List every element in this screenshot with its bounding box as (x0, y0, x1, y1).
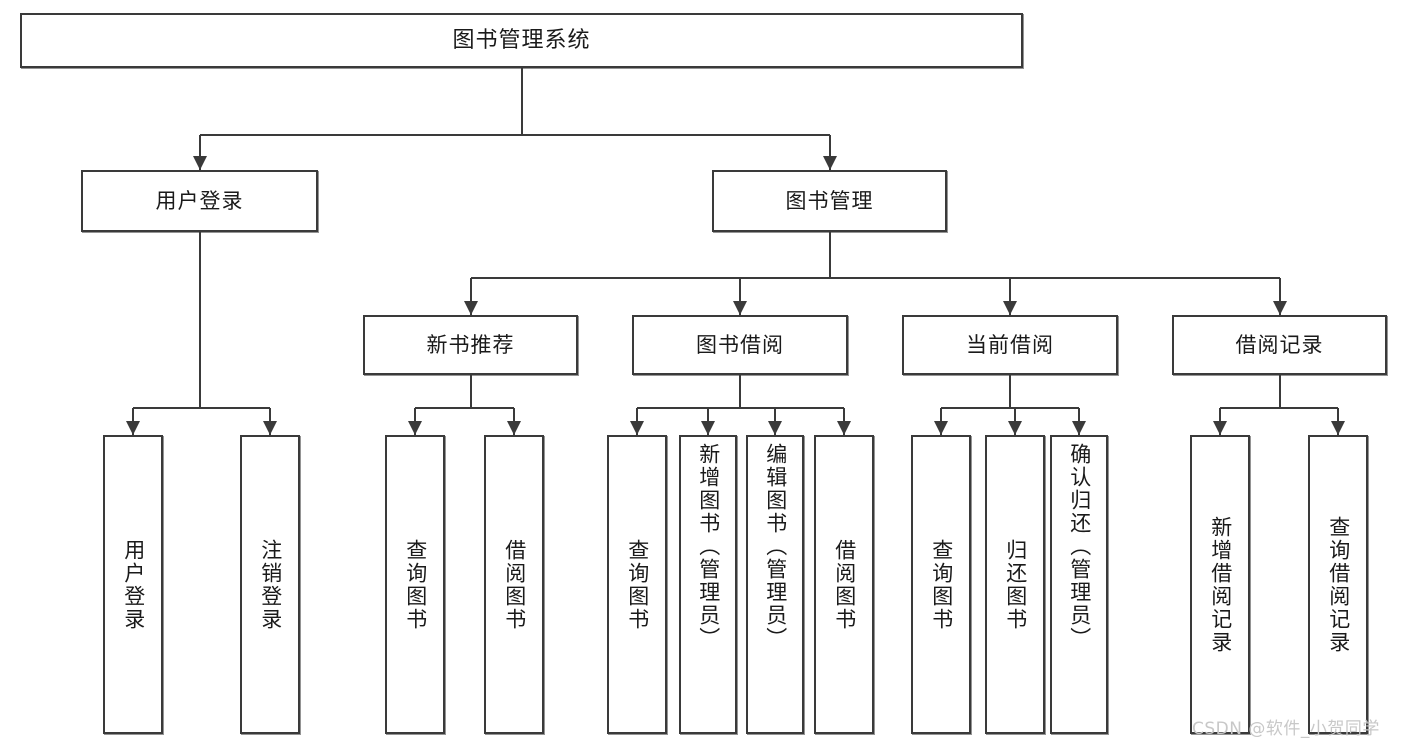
node-user-login[interactable]: 用户登录 (81, 170, 318, 232)
node-leaf-query-borrow-record[interactable]: 查询借阅记录 (1308, 435, 1368, 734)
connector-stem (1278, 375, 1281, 408)
node-label: 图书管理 (785, 188, 874, 213)
arrow-head-icon (463, 301, 478, 315)
arrow-head-icon (733, 301, 747, 315)
arrow-head-icon (126, 421, 140, 435)
node-leaf-add-book-admin[interactable]: 新增图书（管理员） (679, 435, 737, 734)
node-leaf-user-login[interactable]: 用户登录 (103, 435, 163, 734)
node-label: 借阅图书 (832, 538, 857, 631)
node-leaf-query-book-current[interactable]: 查询图书 (911, 435, 971, 734)
node-book-management-system[interactable]: 图书管理系统 (20, 13, 1023, 68)
connector-drop (1009, 278, 1011, 315)
node-label: 借阅记录 (1235, 332, 1324, 357)
node-label: 新书推荐 (426, 332, 515, 357)
arrow-head-icon (192, 156, 207, 170)
arrow-head-icon (408, 421, 422, 435)
arrow-head-icon (837, 421, 851, 435)
node-leaf-borrow-book[interactable]: 借阅图书 (814, 435, 874, 734)
connector-root-bus (199, 134, 830, 136)
node-label: 新增借阅记录 (1208, 515, 1233, 654)
node-label: 查询图书 (929, 538, 954, 631)
arrow-head-icon (1331, 421, 1345, 435)
node-new-book-recommend[interactable]: 新书推荐 (363, 315, 578, 375)
node-label: 当前借阅 (966, 332, 1054, 357)
arrow-head-icon (1003, 301, 1017, 315)
node-borrow-record[interactable]: 借阅记录 (1172, 315, 1387, 375)
connector-stem (469, 375, 472, 408)
connector-drop (828, 135, 831, 170)
arrow-head-icon (1008, 421, 1022, 435)
connector-drop (1278, 278, 1281, 315)
connector-stem (198, 232, 201, 408)
connector-bus (1220, 407, 1338, 409)
arrow-head-icon (822, 156, 837, 170)
node-leaf-confirm-return-admin[interactable]: 确认归还（管理员） (1050, 435, 1108, 734)
node-label: 查询图书 (625, 538, 650, 631)
connector-drop (469, 278, 472, 315)
node-book-management[interactable]: 图书管理 (712, 170, 947, 232)
connector-drop (198, 135, 201, 170)
connector-stem (1009, 375, 1011, 408)
node-current-borrow[interactable]: 当前借阅 (902, 315, 1118, 375)
arrow-head-icon (768, 421, 782, 435)
node-leaf-query-book-recommend[interactable]: 查询图书 (385, 435, 445, 734)
arrow-head-icon (630, 421, 644, 435)
node-label: 用户登录 (155, 188, 244, 213)
node-label: 归还图书 (1003, 538, 1028, 631)
node-leaf-return-book[interactable]: 归还图书 (985, 435, 1045, 734)
connector-bookmgmt-stem (828, 232, 831, 278)
node-label: 查询图书 (403, 538, 428, 631)
csdn-watermark: CSDN @软件_小贺同学 (1192, 719, 1380, 739)
arrow-head-icon (1072, 421, 1086, 435)
node-label: 图书借阅 (696, 332, 784, 357)
arrow-head-icon (701, 421, 715, 435)
node-label: 新增图书（管理员） (696, 443, 721, 650)
arrow-head-icon (1272, 301, 1287, 315)
connector-bookmgmt-bus (470, 277, 1280, 279)
connector-bus (941, 407, 1079, 409)
connector-drop (739, 278, 741, 315)
node-leaf-edit-book-admin[interactable]: 编辑图书（管理员） (746, 435, 804, 734)
node-label: 借阅图书 (502, 538, 527, 631)
node-leaf-borrow-book-recommend[interactable]: 借阅图书 (484, 435, 544, 734)
node-label: 用户登录 (121, 538, 146, 631)
connector-bus (133, 407, 270, 409)
node-label: 编辑图书（管理员） (763, 443, 788, 650)
node-label: 注销登录 (258, 538, 283, 631)
node-book-borrow[interactable]: 图书借阅 (632, 315, 848, 375)
connector-root-stem (520, 68, 523, 135)
node-leaf-add-borrow-record[interactable]: 新增借阅记录 (1190, 435, 1250, 734)
connector-bus (415, 407, 514, 409)
node-leaf-user-logout[interactable]: 注销登录 (240, 435, 300, 734)
connector-bus (637, 407, 844, 409)
arrow-head-icon (263, 421, 277, 435)
arrow-head-icon (507, 421, 521, 435)
node-label: 确认归还（管理员） (1067, 443, 1092, 650)
arrow-head-icon (1213, 421, 1227, 435)
node-leaf-query-book-borrow[interactable]: 查询图书 (607, 435, 667, 734)
connector-stem (739, 375, 741, 408)
node-label: 图书管理系统 (452, 27, 591, 53)
arrow-head-icon (934, 421, 948, 435)
node-label: 查询借阅记录 (1326, 515, 1351, 654)
